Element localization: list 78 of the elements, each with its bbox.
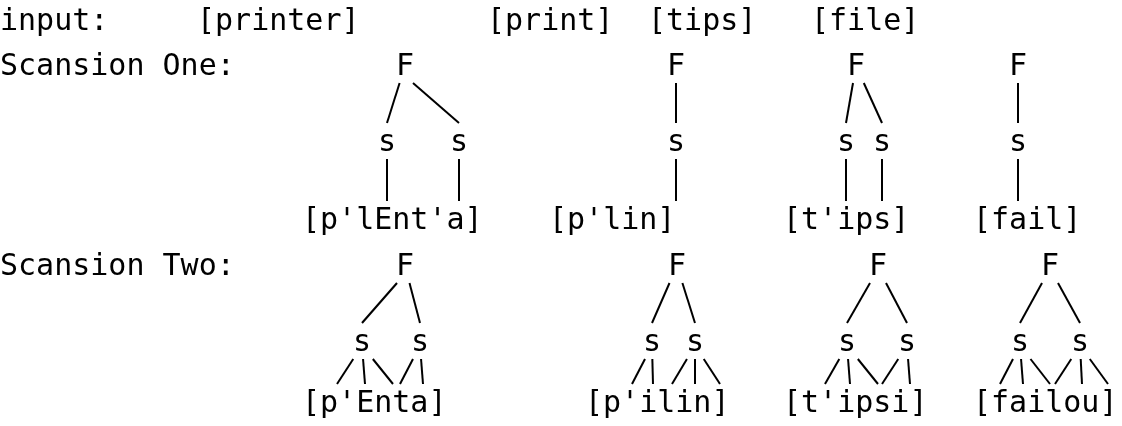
tree-branch-line	[671, 358, 688, 385]
tree-branch-line	[1079, 358, 1083, 385]
tree-node-symbol: F	[1008, 50, 1028, 80]
tree-branch-line	[1017, 82, 1019, 124]
tree-node-symbol: F	[868, 250, 888, 280]
tree-branch-line	[885, 282, 908, 324]
tree-node-symbol: F	[395, 50, 415, 80]
tree-node-symbol: F	[667, 250, 687, 280]
tree-node-symbol: s	[1070, 326, 1090, 356]
tree-branch-line	[458, 158, 460, 202]
tree-node-symbol: s	[642, 326, 662, 356]
transcription-text: [t'ipsi]	[783, 387, 928, 417]
tree-branch-line	[681, 282, 696, 324]
transcription-text: [failou]	[973, 387, 1118, 417]
tree-branch-line	[881, 358, 900, 385]
tree-branch-line	[881, 158, 883, 202]
transcription-text: [p'ilin]	[585, 387, 730, 417]
row-label: [tips]	[648, 5, 757, 35]
tree-node-symbol: F	[1040, 250, 1060, 280]
transcription-text: [p'lEnt'a]	[302, 204, 483, 234]
tree-node-symbol: s	[410, 326, 430, 356]
tree-branch-line	[845, 158, 847, 202]
tree-branch-line	[824, 358, 841, 385]
tree-branch-line	[1088, 358, 1109, 385]
tree-node-symbol: F	[395, 250, 415, 280]
tree-branch-line	[694, 358, 696, 385]
row-label: [print]	[487, 5, 614, 35]
tree-branch-line	[420, 358, 424, 385]
tree-branch-line	[412, 82, 460, 124]
tree-branch-line	[702, 358, 721, 385]
row-label: Scansion One:	[0, 50, 235, 80]
tree-branch-line	[399, 358, 414, 385]
tree-branch-line	[386, 158, 388, 202]
tree-branch-line	[1020, 358, 1024, 385]
tree-node-symbol: s	[1008, 126, 1028, 156]
tree-branch-line	[862, 82, 883, 124]
tree-branch-line	[999, 358, 1014, 385]
tree-node-symbol: s	[352, 326, 372, 356]
row-label: [printer]	[197, 5, 360, 35]
tree-branch-line	[675, 82, 677, 124]
tree-node-symbol: s	[666, 126, 686, 156]
tree-branch-line	[651, 282, 671, 324]
tree-branch-line	[361, 282, 398, 324]
tree-branch-line	[386, 82, 401, 124]
tree-node-symbol: s	[685, 326, 705, 356]
tree-node-symbol: s	[1010, 326, 1030, 356]
tree-branch-line	[336, 358, 355, 385]
tree-branch-line	[631, 358, 646, 385]
row-label: Scansion Two:	[0, 250, 235, 280]
tree-node-symbol: s	[837, 326, 857, 356]
tree-node-symbol: s	[449, 126, 469, 156]
tree-branch-line	[408, 282, 421, 324]
tree-node-symbol: F	[666, 50, 686, 80]
row-label: input:	[0, 5, 109, 35]
row-label: [file]	[811, 5, 920, 35]
tree-branch-line	[1017, 158, 1019, 202]
tree-branch-line	[856, 358, 879, 385]
tree-branch-line	[651, 358, 654, 385]
tree-branch-line	[1054, 358, 1073, 385]
tree-node-symbol: s	[872, 126, 892, 156]
tree-branch-line	[845, 82, 854, 124]
tree-branch-line	[907, 358, 911, 385]
tree-branch-line	[362, 358, 366, 385]
transcription-text: [fail]	[973, 204, 1082, 234]
tree-node-symbol: s	[897, 326, 917, 356]
tree-branch-line	[1029, 358, 1051, 385]
tree-branch-line	[847, 358, 851, 385]
tree-node-symbol: s	[377, 126, 397, 156]
transcription-text: [t'ips]	[783, 204, 910, 234]
tree-branch-line	[371, 358, 394, 385]
tree-node-symbol: F	[846, 50, 866, 80]
tree-node-symbol: s	[836, 126, 856, 156]
transcription-text: [p'lin]	[549, 204, 676, 234]
transcription-text: [p'Enta]	[302, 387, 447, 417]
tree-branch-line	[1057, 282, 1081, 324]
tree-branch-line	[675, 158, 677, 202]
tree-branch-line	[846, 282, 871, 324]
tree-branch-line	[1019, 282, 1043, 324]
